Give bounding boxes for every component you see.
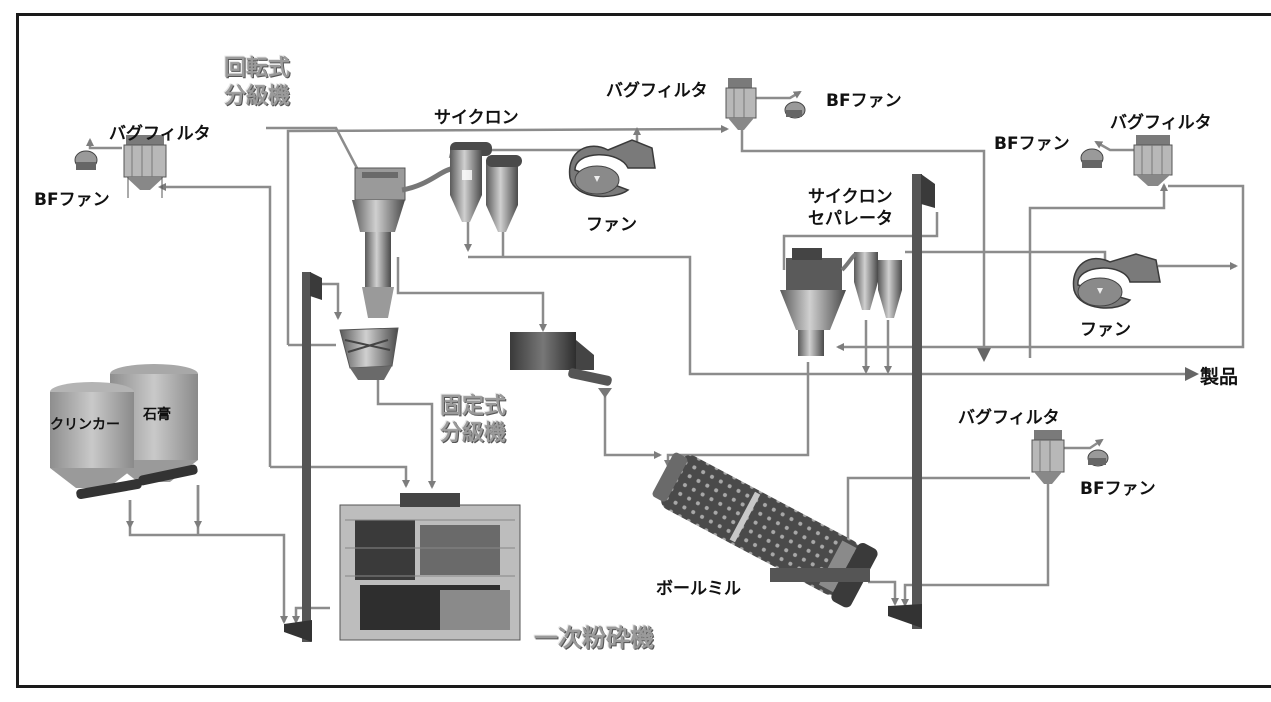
clinker-label: クリンカー	[50, 417, 120, 433]
bf-fan-label-right: BFファン	[994, 134, 1070, 154]
bf-fan-label-left: BFファン	[34, 190, 110, 210]
bag-filter-bottom-right	[1031, 430, 1065, 484]
bag-filter-label-top-right: バグフィルタ	[1110, 113, 1212, 133]
bf-fan-right-graphic	[1080, 148, 1104, 168]
flow-line-sep-top	[782, 212, 939, 270]
bf-fan-center-graphic	[784, 101, 806, 119]
flow-line-static-to-crusher	[376, 375, 436, 489]
fan-center-graphic	[568, 139, 656, 198]
flow-line-hopper-to-mill	[603, 395, 662, 459]
fan-label-right: ファン	[1080, 320, 1131, 340]
fan-right-graphic	[1072, 253, 1161, 309]
primary-crusher-graphic	[339, 493, 521, 641]
bag-filter-top-center	[725, 78, 757, 130]
rotary-classifier-label-1: 回転式	[224, 56, 291, 81]
static-classifier-label-2: 分級機	[440, 421, 507, 446]
bag-filter-top-left	[123, 135, 167, 198]
flow-line-right-bf-return	[1028, 183, 1168, 358]
product-label: 製品	[1200, 366, 1239, 388]
flow-line-cyclone-to-product	[468, 255, 1199, 381]
flow-line-right-bf-fan	[1094, 140, 1140, 152]
flow-line-to-left-bagfilter	[158, 183, 272, 467]
flow-lines	[86, 90, 1245, 624]
flow-line-crusher-loop	[270, 465, 410, 488]
cyclone-pair	[450, 142, 522, 232]
ball-mill-label: ボールミル	[656, 579, 741, 599]
flow-line-mill-out	[846, 476, 1030, 545]
cyclone-label: サイクロン	[434, 108, 519, 128]
bf-fan-label-center: BFファン	[826, 91, 902, 111]
primary-crusher-label: 一次粉砕機	[534, 624, 654, 652]
bag-filter-label-bottom-right: バグフィルタ	[958, 408, 1060, 428]
flow-line-top-return	[286, 125, 729, 345]
flow-line-classifier-down	[396, 257, 547, 332]
bag-filter-label-top-center: バグフィルタ	[606, 81, 708, 101]
ball-mill-base	[770, 568, 870, 582]
bag-filter-top-right	[1133, 135, 1173, 186]
clinker-tank	[50, 382, 142, 500]
gypsum-label: 石膏	[143, 407, 171, 423]
cyclone-separator-label-2: セパレータ	[808, 209, 893, 229]
flow-line-left-bf-fan	[86, 138, 122, 150]
rotary-classifier	[352, 165, 456, 318]
bf-fan-bottom-right-graphic	[1087, 449, 1109, 467]
flow-line-crusher-out	[292, 606, 330, 624]
flow-line-bf-bottom-right	[901, 484, 1050, 607]
static-classifier	[339, 327, 399, 380]
flow-line-rotary-feed	[266, 126, 360, 171]
static-classifier-label-1: 固定式	[440, 394, 507, 419]
feed-hopper	[510, 332, 612, 398]
flow-line-mill-discharge	[868, 580, 899, 606]
flow-line-center-bf-fan	[750, 90, 802, 100]
cyclone-separator	[780, 248, 902, 356]
flow-line-sep-to-fan	[905, 250, 1107, 266]
bf-fan-left-graphic	[74, 150, 98, 170]
bucket-elevator-right	[888, 174, 935, 629]
flow-line-bottom-bf-fan	[1058, 438, 1104, 450]
flow-line-bf-center-down	[740, 130, 991, 362]
cyclone-separator-label-1: サイクロン	[808, 187, 893, 207]
bf-fan-label-bottom-right: BFファン	[1080, 479, 1156, 499]
bucket-elevator-left	[284, 272, 322, 642]
flow-line-clinker-feed	[128, 500, 288, 624]
diagram-frame	[16, 13, 1271, 688]
flow-line-elevator-left-top	[320, 282, 342, 320]
flow-line-right-outer	[836, 184, 1245, 351]
rotary-classifier-label-2: 分級機	[224, 84, 291, 109]
fan-label-center: ファン	[586, 215, 637, 235]
flow-line-sep-to-mill	[664, 362, 810, 468]
bag-filter-label-top-left: バグフィルタ	[109, 124, 211, 144]
